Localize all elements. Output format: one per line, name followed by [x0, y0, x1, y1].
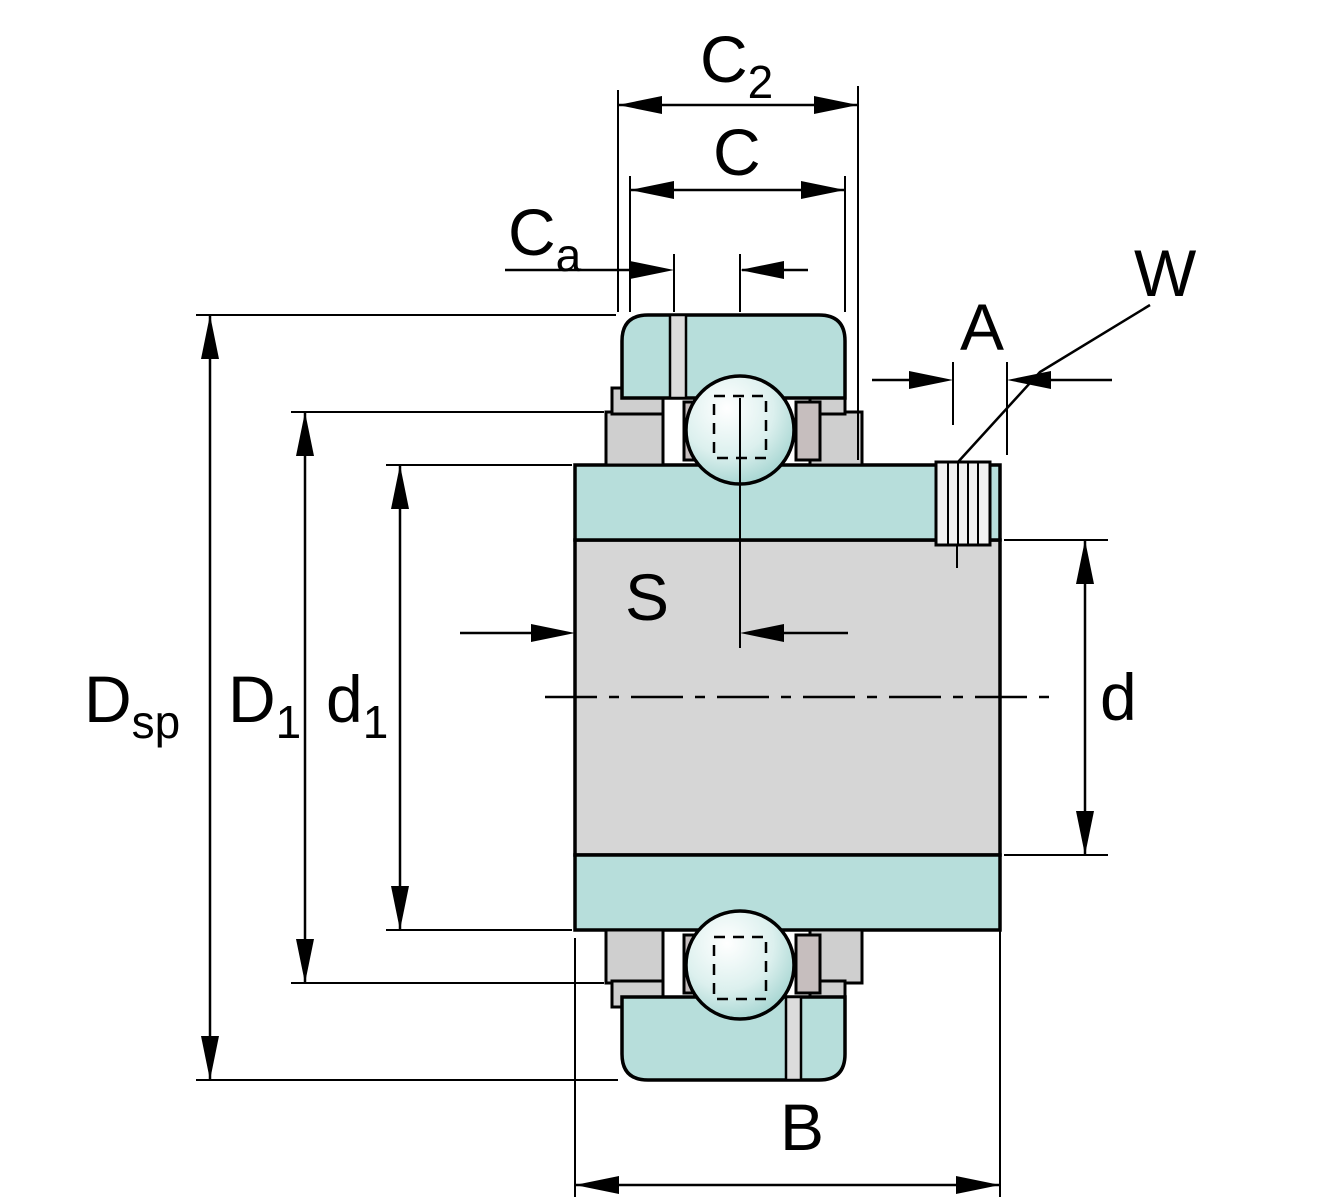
dim-label-dsp: Dsp: [84, 662, 180, 748]
dim-label-w-main: W: [1134, 236, 1197, 310]
dim-label-d1-inner: d1: [326, 662, 388, 748]
dim-label-a-main: A: [960, 290, 1004, 364]
dimension-arrowhead: [630, 261, 674, 279]
dim-label-d-main: d: [1100, 660, 1137, 734]
dimension-arrowhead: [201, 1036, 219, 1080]
dimension-arrowhead: [391, 886, 409, 930]
dim-label-ca: Ca: [508, 195, 582, 281]
dim-label-d: d: [1100, 660, 1137, 734]
hidden-detail-bottom: [712, 935, 768, 1001]
dim-label-b-main: B: [780, 1090, 824, 1164]
dim-label-c: C: [713, 115, 761, 189]
dim-label-ca-sub: a: [556, 229, 582, 281]
outer-ring-lower-band: [573, 853, 1002, 932]
dimension-arrowhead: [814, 96, 858, 114]
dim-label-d1-outer-main: D: [228, 662, 276, 736]
outer-ring-upper-band: [573, 463, 1002, 542]
dimension-arrowhead: [531, 624, 575, 642]
dimension-arrowhead: [630, 181, 674, 199]
lube-hole-top: [668, 313, 688, 400]
dimension-arrowhead: [201, 315, 219, 359]
dimension-arrowhead: [801, 181, 845, 199]
dim-label-s-main: S: [625, 560, 669, 634]
dim-label-c2-sub: 2: [748, 56, 774, 108]
dim-label-dsp-main: D: [84, 662, 132, 736]
dim-label-d1-inner-main: d: [326, 662, 363, 736]
ball-bottom: [684, 909, 796, 1021]
cage-bottom-left-outer: [604, 928, 665, 985]
set-screw: [934, 460, 992, 568]
dimension-arrowhead: [956, 1176, 1000, 1194]
dimension-arrowhead: [1076, 811, 1094, 855]
dim-label-s: S: [625, 560, 669, 634]
dimension-arrowhead: [296, 939, 314, 983]
dim-label-ca-main: C: [508, 195, 556, 269]
set-screw-body: [934, 460, 992, 547]
dimension-arrowhead: [909, 371, 953, 389]
dim-label-d1-outer: D1: [228, 662, 301, 748]
seal-bottom-right: [794, 933, 822, 995]
dim-label-c2: C2: [700, 22, 773, 108]
dimension-arrowhead: [296, 412, 314, 456]
dim-label-d1-inner-sub: 1: [363, 696, 389, 748]
dimension-arrowhead: [740, 261, 784, 279]
dim-label-b: B: [780, 1090, 824, 1164]
dimension-arrowhead: [575, 1176, 619, 1194]
dim-label-w: W: [1134, 236, 1197, 310]
cage-top-left-outer: [604, 410, 665, 467]
dim-label-c-main: C: [713, 115, 761, 189]
dimensioning: [196, 86, 1151, 1197]
dim-label-c2-main: C: [700, 22, 748, 96]
dimension-arrowhead: [1007, 371, 1051, 389]
extension-lines: [196, 86, 1108, 1197]
dimension-labels: C2 C Ca W A S d Dsp D1 d1 B: [84, 22, 1197, 1164]
dimension-arrowhead: [1076, 540, 1094, 584]
lube-hole-bottom: [784, 995, 803, 1082]
dim-label-a: A: [960, 290, 1004, 364]
w-leader-line: [957, 303, 1151, 463]
bearing-section: [573, 313, 1002, 1082]
dimension-arrowhead: [391, 465, 409, 509]
dim-label-dsp-sub: sp: [132, 696, 181, 748]
dimension-arrowhead: [618, 96, 662, 114]
seal-top-right: [794, 400, 822, 462]
dim-label-d1-outer-sub: 1: [276, 696, 302, 748]
